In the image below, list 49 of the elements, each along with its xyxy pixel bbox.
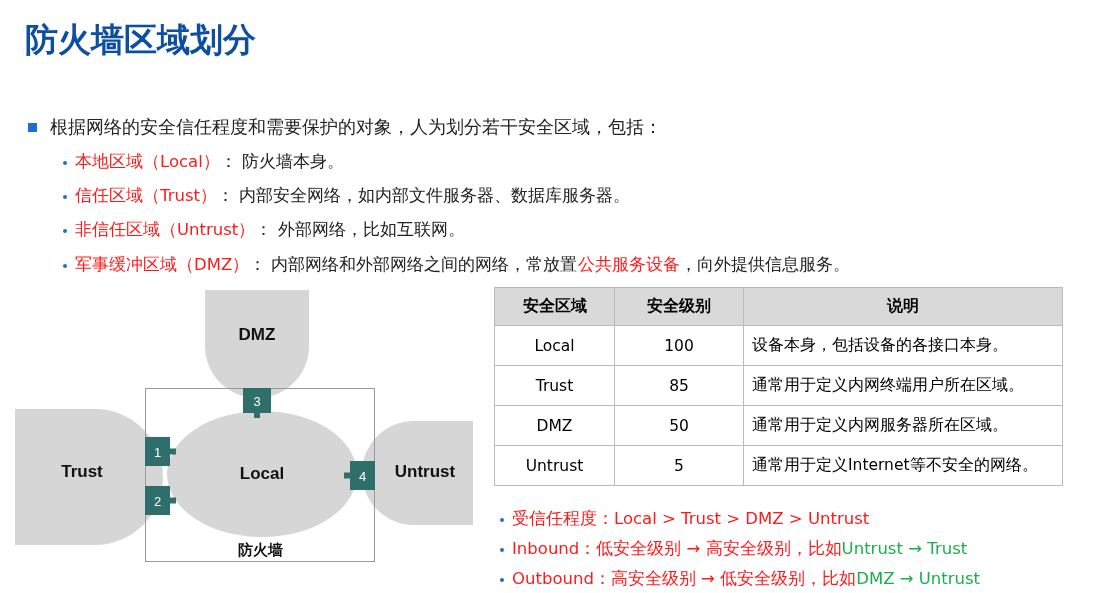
port-number: 1 — [153, 444, 162, 459]
header-cell: 说明 — [743, 287, 1063, 326]
port-number: 2 — [153, 493, 162, 508]
zone-shape — [205, 290, 309, 398]
bullet-text: ： 内部安全网络，如内部文件服务器、数据库服务器。 — [216, 185, 631, 207]
zone-label: Local — [239, 464, 285, 484]
header-cell: 安全区域 — [494, 287, 615, 326]
bullet-text: 根据网络的安全信任程度和需要保护的对象，人为划分若干安全区域，包括： — [50, 115, 662, 139]
bullet-text: 受信任程度：Local > Trust > DMZ > Untrust — [512, 508, 870, 530]
table-cell: 50 — [614, 405, 744, 446]
bullet-text: 军事缓冲区域（DMZ） — [75, 254, 250, 276]
bullet-text: 本地区域（Local） — [75, 151, 220, 173]
zone-shape — [167, 411, 357, 537]
table-cell: Local — [494, 325, 615, 366]
bullet-text: ： 内部网络和外部网络之间的网络，常放置 — [249, 254, 578, 276]
zone-shape — [15, 409, 163, 545]
table-cell: 5 — [614, 445, 744, 486]
bullet-text: ，向外提供信息服务。 — [679, 254, 850, 276]
bullet-text: DMZ → Untrust — [856, 568, 981, 590]
bullet-text: 公共服务设备 — [577, 254, 680, 276]
bullet-text: ： 外部网络，比如互联网。 — [255, 219, 465, 241]
firewall-box — [145, 388, 375, 562]
port-box — [145, 437, 176, 466]
page-title: 防火墙区域划分 — [25, 19, 256, 61]
bullet-text: 信任区域（Trust） — [75, 185, 217, 207]
zone-label: DMZ — [238, 325, 276, 345]
bullet-text: ： 防火墙本身。 — [219, 151, 344, 173]
table-cell: 100 — [614, 325, 744, 366]
bullet-text: Outbound：高安全级别 → 低安全级别，比如 — [512, 568, 857, 590]
firewall-label: 防火墙 — [237, 540, 283, 560]
table-cell: Untrust — [494, 445, 615, 486]
table-cell: 通常用于定义Internet等不安全的网络。 — [743, 445, 1063, 486]
bullet-text: Inbound：低安全级别 → 高安全级别，比如 — [512, 538, 842, 560]
bullet-text: 非信任区域（Untrust） — [75, 219, 256, 241]
port-box — [243, 388, 271, 418]
zone-label: Untrust — [394, 462, 456, 482]
table-cell: 通常用于定义内网终端用户所在区域。 — [743, 365, 1063, 406]
bullet-text: Untrust → Trust — [841, 538, 968, 560]
header-cell: 安全级别 — [614, 287, 744, 326]
port-number: 3 — [253, 393, 261, 408]
table-cell: 设备本身，包括设备的各接口本身。 — [743, 325, 1063, 366]
port-number: 4 — [358, 468, 367, 483]
table-cell: 85 — [614, 365, 744, 406]
port-box — [145, 486, 176, 515]
zone-label: Trust — [61, 462, 103, 482]
table-cell: Trust — [494, 365, 615, 406]
table-cell: 通常用于定义内网服务器所在区域。 — [743, 405, 1063, 446]
table-cell: DMZ — [494, 405, 615, 446]
port-box — [344, 461, 375, 490]
